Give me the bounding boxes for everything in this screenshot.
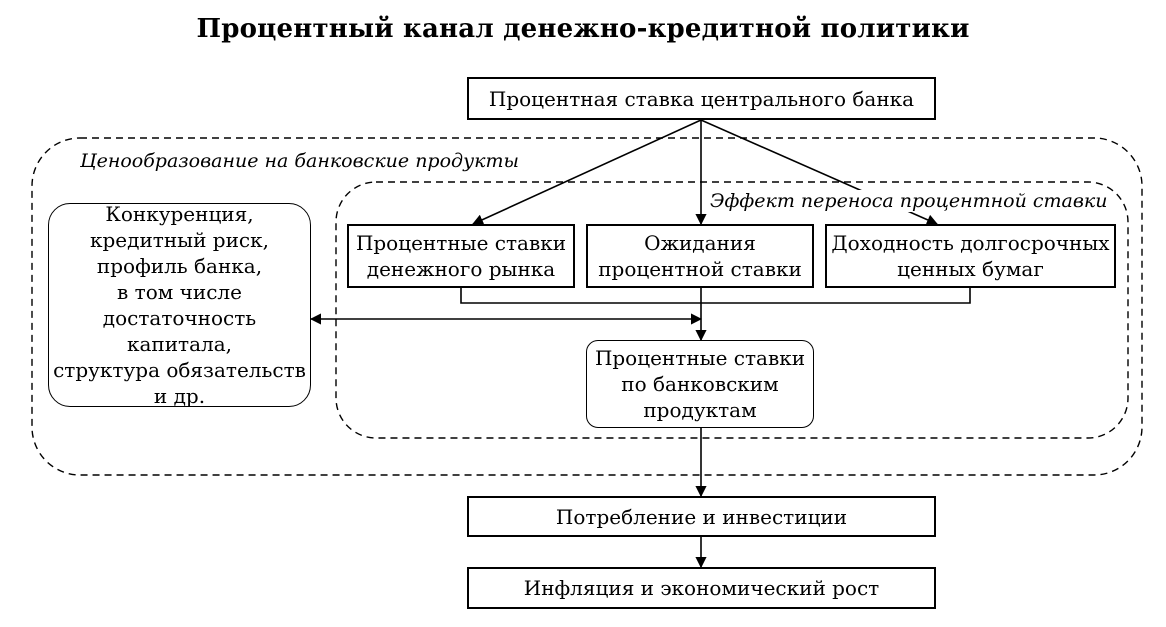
expectations-label: Ожидания процентной ставки [598,231,802,281]
consumption-box: Потребление и инвестиции [467,496,936,537]
bank-rates-label: Процентные ставки по банковским продукта… [594,346,806,422]
diagram-title: Процентный канал денежно-кредитной полит… [196,14,970,44]
arrow-to-money-market [471,119,702,225]
bank-rates-box: Процентные ставки по банковским продукта… [586,340,814,428]
long-term-yield-label: Доходность долгосрочных ценных бумаг [831,231,1110,281]
inner-region-label: Эффект переноса процентной ставки [708,190,1110,212]
inner-dashed-region [335,181,1129,439]
money-market-box: Процентные ставки денежного рынка [347,224,575,288]
long-term-yield-box: Доходность долгосрочных ценных бумаг [825,224,1116,288]
central-bank-rate-label: Процентная ставка центрального банка [488,86,915,111]
outer-dashed-region [31,137,1143,476]
expectations-box: Ожидания процентной ставки [586,224,814,288]
competition-label: Конкуренция, кредитный риск, профиль бан… [53,202,306,408]
consumption-label: Потребление и инвестиции [555,504,848,529]
outer-region-label: Ценообразование на банковские продукты [80,150,519,172]
central-bank-rate-box: Процентная ставка центрального банка [467,77,936,120]
inflation-box: Инфляция и экономический рост [467,567,936,609]
competition-box: Конкуренция, кредитный риск, профиль бан… [48,202,311,408]
inflation-label: Инфляция и экономический рост [523,576,880,600]
bracket-line [460,288,971,304]
money-market-label: Процентные ставки денежного рынка [355,231,567,281]
